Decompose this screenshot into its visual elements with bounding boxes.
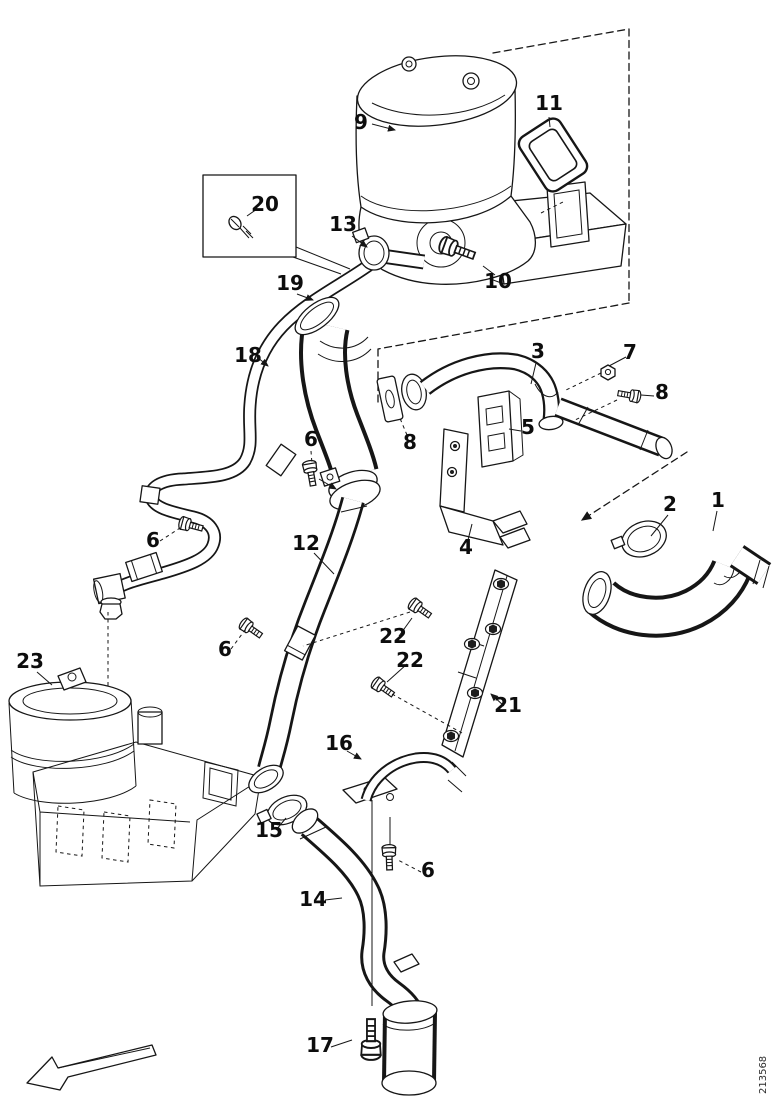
bolt-22-icon (405, 596, 435, 622)
outlet-hose-1 (582, 545, 772, 638)
gasket-alignment-dash (540, 200, 566, 214)
oil-cooler-and-engine-block (8, 667, 262, 887)
callout-6: 6 (421, 858, 435, 882)
callout-22: 22 (396, 648, 424, 672)
pipe-collar (125, 551, 163, 583)
callout-12: 12 (292, 531, 320, 555)
pipe-flange (376, 375, 404, 423)
callout-8: 8 (403, 430, 417, 454)
callout-6: 6 (146, 528, 160, 552)
nut-7-icon (600, 364, 616, 381)
hose-clamp-2 (610, 520, 667, 558)
heater-pipe-assembly (92, 257, 376, 620)
callout-6: 6 (304, 427, 318, 451)
figure-number: 213568 (758, 1056, 769, 1094)
callout-19: 19 (276, 271, 304, 295)
bracket-5 (477, 390, 524, 468)
gasket-11 (517, 117, 589, 193)
inset-locator-lines (292, 246, 351, 275)
bracket-21 (441, 569, 518, 758)
callout-5: 5 (521, 415, 535, 439)
bolt-22-icon (368, 675, 398, 701)
center-hose (294, 296, 381, 511)
inset-box-part-20 (202, 174, 351, 275)
callout-7: 7 (623, 340, 637, 364)
callout-3: 3 (531, 339, 545, 363)
bolt-6-icon (236, 616, 266, 642)
callout-13: 13 (329, 212, 357, 236)
callout-4: 4 (459, 535, 473, 559)
bolt-axis-lines (371, 800, 391, 1006)
callout-23: 23 (16, 649, 44, 673)
detail-boundary-dashes (377, 28, 630, 405)
callout-10: 10 (484, 269, 512, 293)
pipe-mount-tab (393, 953, 420, 973)
callout-8: 8 (655, 380, 669, 404)
callout-22: 22 (379, 624, 407, 648)
callout-2: 2 (663, 492, 677, 516)
outlet-pipe-14 (291, 808, 438, 1096)
pipe-collar (265, 443, 297, 477)
callout-20: 20 (251, 192, 279, 216)
bolt-8-icon (616, 386, 643, 404)
callout-6: 6 (218, 637, 232, 661)
callout-15: 15 (255, 818, 283, 842)
callout-18: 18 (234, 343, 262, 367)
bolt-17-icon (360, 1018, 382, 1061)
water-pipe-12 (248, 496, 368, 794)
callout-9: 9 (354, 110, 368, 134)
callout-1: 1 (711, 488, 725, 512)
upper-pipe-3-assembly (376, 352, 673, 460)
screw-20-icon (228, 215, 254, 239)
callout-leader-lines (36, 116, 718, 1048)
gasket-8 (401, 373, 427, 411)
bolt-6-icon (381, 843, 398, 871)
mount-plate-and-bracket-16 (342, 752, 467, 1006)
pipe-union (139, 485, 161, 505)
callout-16: 16 (325, 731, 353, 755)
callout-17: 17 (306, 1033, 334, 1057)
assembly-dashes (107, 372, 688, 734)
bolt-6-icon (301, 458, 321, 488)
callout-14: 14 (299, 887, 327, 911)
direction-arrow-icon (26, 1044, 157, 1091)
banjo-fitting (92, 572, 126, 620)
callouts: 9 11 20 13 10 19 18 3 7 8 8 5 4 2 1 6 6 … (16, 91, 725, 1057)
callout-11: 11 (535, 91, 563, 115)
callout-21: 21 (494, 693, 522, 717)
egr-cooler-assembly (352, 55, 627, 285)
